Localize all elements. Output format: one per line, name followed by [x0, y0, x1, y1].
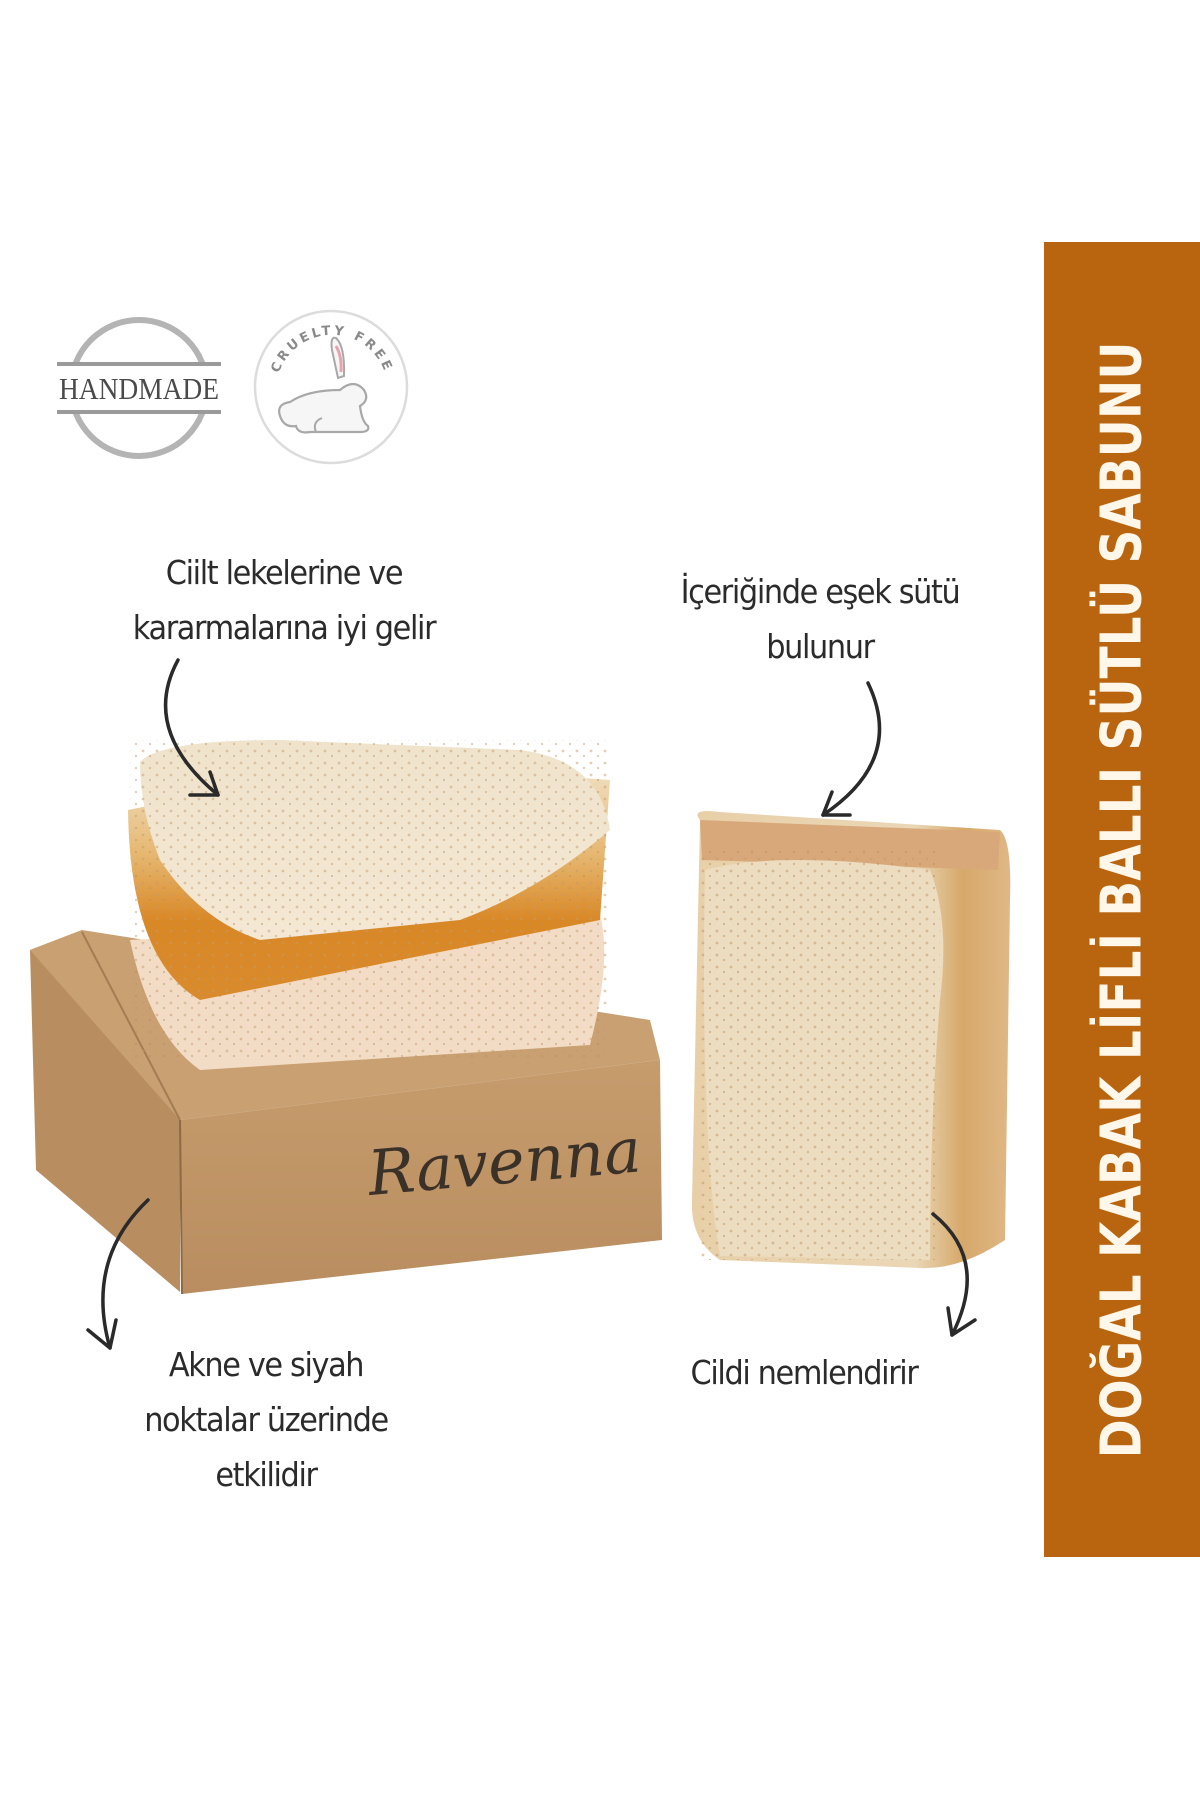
label-line: İçeriğinde eşek sütü	[680, 572, 961, 611]
label-line: bulunur	[766, 627, 875, 666]
benefit-label-acne: Akne ve siyah noktalar üzerinde etkilidi…	[54, 1337, 477, 1502]
soap-bar-honey	[128, 740, 610, 1070]
product-title: DOĞAL KABAK LİFLİ BALLI SÜTLÜ SABUNU	[1090, 235, 1155, 1565]
rabbit-icon: CRUELTY FREE	[253, 309, 409, 465]
product-title-band: DOĞAL KABAK LİFLİ BALLI SÜTLÜ SABUNU	[1044, 242, 1200, 1557]
handmade-badge: HANDMADE	[55, 308, 223, 468]
cruelty-free-badge: CRUELTY FREE	[250, 306, 412, 468]
arrow-icon	[931, 1212, 977, 1337]
arrow-icon	[86, 1198, 150, 1350]
arrow-icon	[821, 681, 882, 817]
benefit-label-moisturizing: Cildi nemlendirir	[602, 1345, 1007, 1400]
product-title-text: DOĞAL KABAK LİFLİ BALLI SÜTLÜ SABUNU	[1089, 341, 1155, 1458]
product-photo: Ravenna	[0, 700, 1040, 1340]
annotation-arrows	[86, 658, 977, 1350]
label-line: Cildi nemlendirir	[690, 1353, 919, 1392]
arrow-icon	[163, 658, 220, 797]
handmade-stamp-icon: HANDMADE	[55, 317, 223, 459]
soap-bar-loofah	[691, 811, 1011, 1269]
label-line: Akne ve siyah	[168, 1345, 365, 1384]
ingredient-label-donkey-milk: İçeriğinde eşek sütü bulunur	[618, 564, 1023, 674]
label-line: etkilidir	[215, 1455, 318, 1494]
label-line: Ciilt lekelerine ve	[165, 553, 404, 592]
svg-text:HANDMADE: HANDMADE	[59, 371, 219, 406]
label-line: kararmalarına iyi gelir	[132, 608, 437, 647]
label-line: noktalar üzerinde	[144, 1400, 389, 1439]
benefit-label-spots: Ciilt lekelerine ve kararmalarına iyi ge…	[72, 545, 495, 655]
